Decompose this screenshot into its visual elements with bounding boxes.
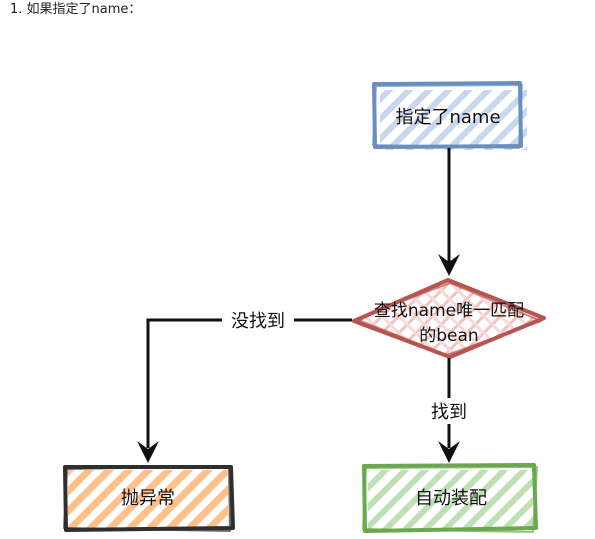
edge-label-found: 找到 xyxy=(431,402,467,423)
error-node: 抛异常 xyxy=(63,465,235,532)
decision-label-line2: 的bean xyxy=(419,326,478,346)
arrowhead-icon xyxy=(438,254,460,276)
autowire-node: 自动装配 xyxy=(362,463,538,533)
start-node-label: 指定了name xyxy=(395,107,500,128)
heading: 1. 如果指定了name： xyxy=(10,2,142,17)
arrow-not-found: 没找到 xyxy=(137,307,352,463)
decision-node: 查找name唯一匹配 的bean xyxy=(352,278,546,359)
arrowhead-icon xyxy=(438,441,460,463)
arrow-found: 找到 xyxy=(420,358,478,463)
arrowhead-icon xyxy=(137,441,159,463)
error-node-label: 抛异常 xyxy=(121,488,175,509)
arrow-start-to-decision xyxy=(438,148,460,276)
autowire-node-label: 自动装配 xyxy=(415,488,487,509)
decision-label-line1: 查找name唯一匹配 xyxy=(374,301,524,321)
start-node: 指定了name xyxy=(372,81,527,150)
edge-label-not-found: 没找到 xyxy=(231,311,285,332)
